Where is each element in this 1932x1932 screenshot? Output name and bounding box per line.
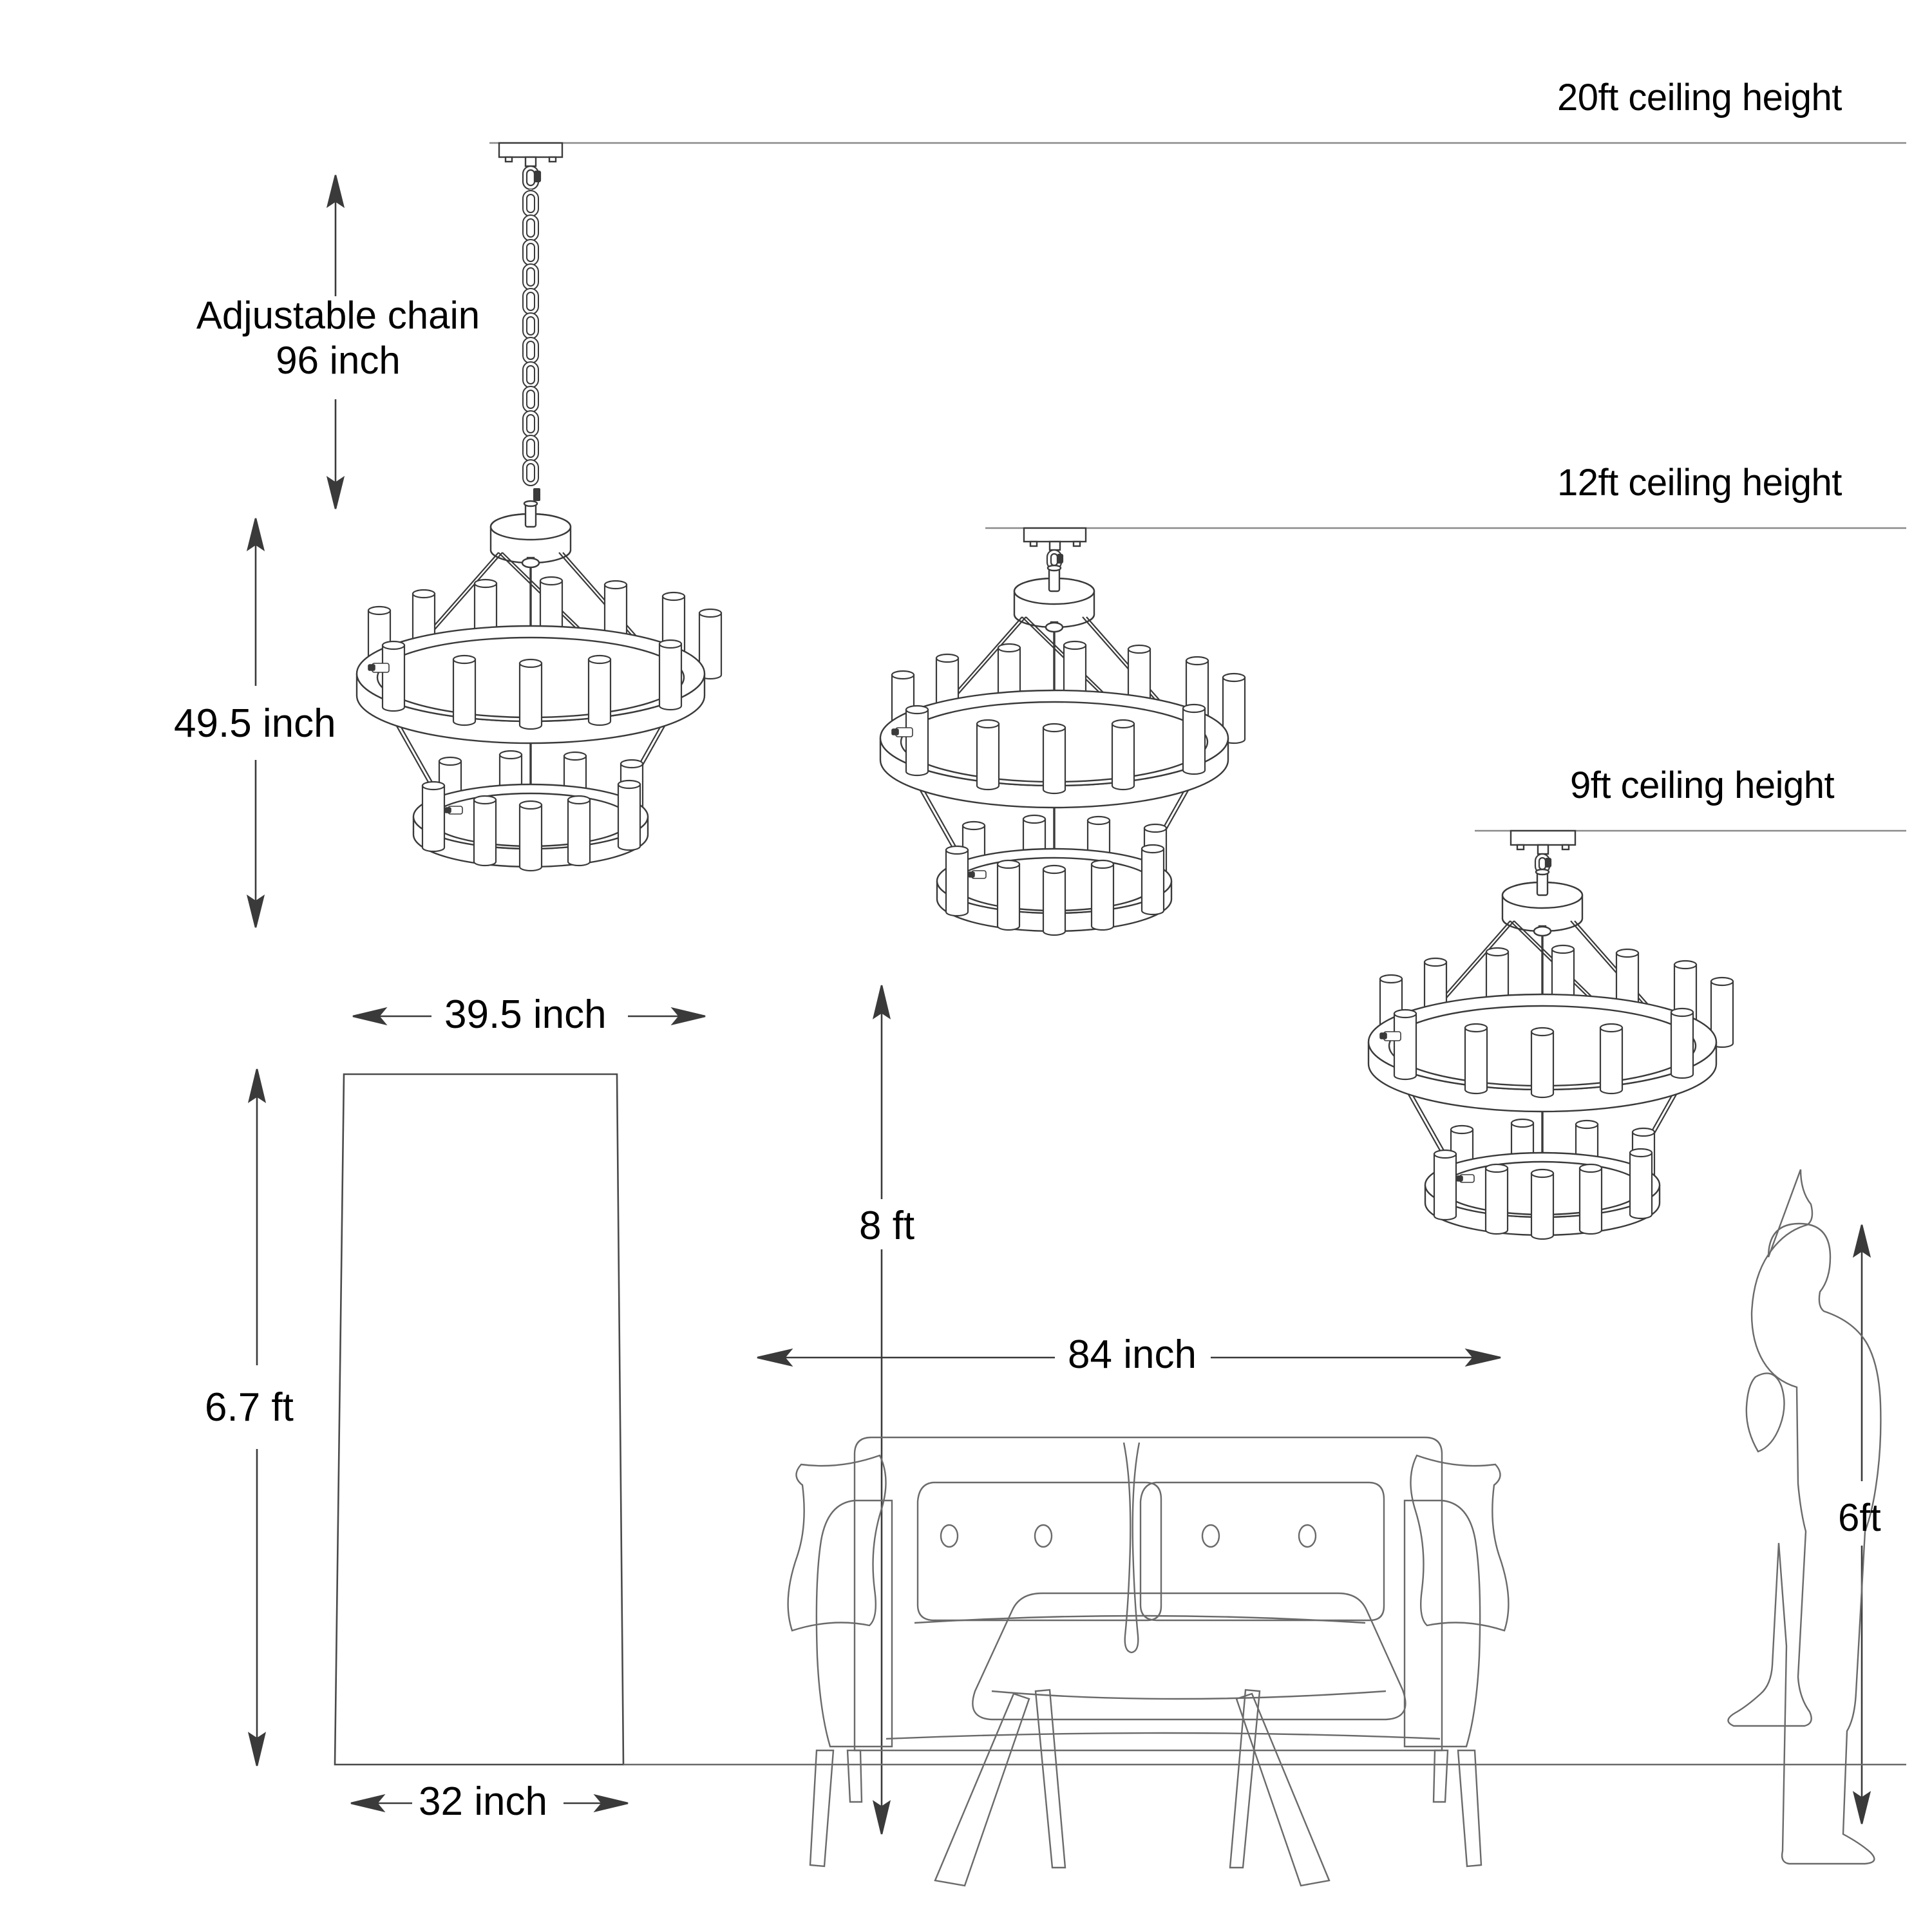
dim-fixture-height [246, 518, 265, 928]
dim-label-adjustable-chain-line1: Adjustable chain [196, 294, 480, 337]
ceiling-label-12ft: 12ft ceiling height [1557, 462, 1842, 504]
dim-hang-height [872, 985, 891, 1835]
chandelier-1-group [357, 142, 721, 871]
ceiling-label-20ft: 20ft ceiling height [1557, 77, 1842, 118]
dim-door-width [350, 1794, 629, 1813]
door-outline [334, 1073, 625, 1766]
dim-sofa-width [757, 1348, 1501, 1367]
ceiling-label-9ft: 9ft ceiling height [1570, 764, 1835, 806]
dim-label-door-height: 6.7 ft [205, 1385, 294, 1430]
dim-adjustable-chain [326, 175, 345, 509]
chandelier-3-group [1368, 829, 1733, 1239]
dim-label-person-height: 6ft [1838, 1496, 1881, 1539]
dim-label-door-width: 32 inch [419, 1779, 547, 1824]
dim-label-fixture-width: 39.5 inch [444, 992, 607, 1037]
dim-label-adjustable-chain-line2: 96 inch [276, 339, 401, 382]
dim-door-height [247, 1068, 267, 1766]
sofa-outline [787, 1436, 1510, 1868]
chain-links [522, 190, 539, 486]
chandelier-2-group [880, 527, 1245, 935]
dim-label-fixture-height: 49.5 inch [174, 701, 336, 746]
human-figure-silhouette [1727, 1169, 1882, 1865]
coffee-table-outline [934, 1592, 1406, 1887]
dim-fixture-width [352, 1007, 706, 1026]
dim-label-sofa-width: 84 inch [1068, 1332, 1197, 1377]
dim-label-hang-height: 8 ft [859, 1204, 915, 1248]
